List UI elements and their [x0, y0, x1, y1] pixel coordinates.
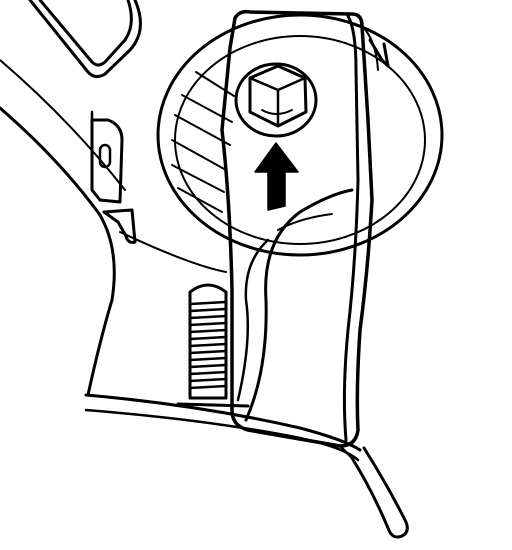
side-tab: [90, 110, 137, 244]
hex-bolt: [234, 62, 318, 138]
harness-wire: [338, 444, 409, 539]
arrow-up-icon: [254, 142, 299, 211]
bracket-plate: [220, 9, 379, 448]
threaded-stud: [176, 283, 250, 408]
disc-housing: [156, 13, 444, 257]
